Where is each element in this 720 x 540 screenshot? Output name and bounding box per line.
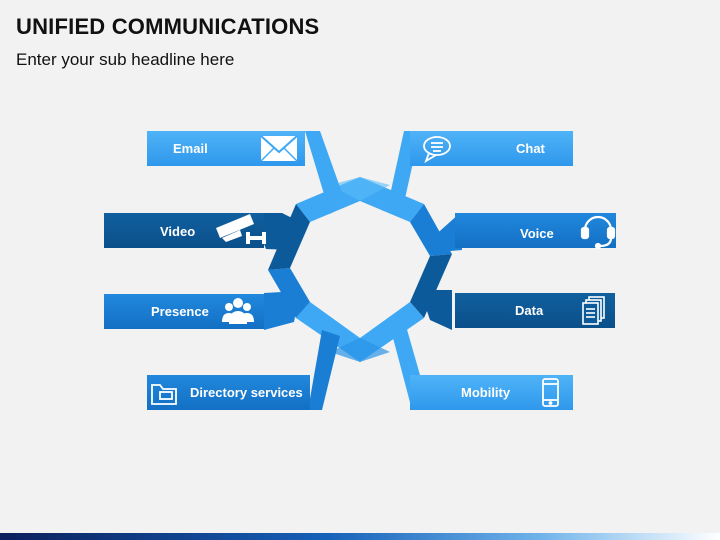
label-video: Video [104, 213, 266, 248]
label-data-text: Data [515, 303, 544, 318]
label-email: Email [147, 131, 305, 166]
connector-voice [432, 213, 462, 252]
central-ring [268, 177, 452, 362]
mobile-phone-icon [542, 378, 559, 407]
page-subtitle: Enter your sub headline here [16, 50, 235, 69]
ring-segment-lower-right [410, 254, 452, 318]
connector-directory [308, 330, 340, 410]
ring-segment-bottom [296, 302, 424, 362]
chat-bubble-icon [423, 136, 451, 164]
connector-presence [264, 291, 300, 330]
label-chat: Chat [410, 131, 573, 166]
connector-email [305, 131, 346, 214]
label-presence-text: Presence [151, 304, 209, 319]
headset-icon [580, 215, 616, 250]
label-voice-text: Voice [520, 226, 554, 241]
label-data: Data [455, 293, 615, 328]
banner-mobility [410, 375, 573, 410]
folder-icon [151, 384, 177, 405]
connector-data [420, 290, 452, 330]
label-chat-text: Chat [516, 141, 546, 156]
label-voice: Voice [455, 213, 616, 250]
label-directory-services: Directory services [147, 375, 310, 410]
envelope-icon [260, 135, 298, 162]
documents-icon [582, 296, 605, 325]
page-title: UNIFIED COMMUNICATIONS [16, 14, 320, 39]
ring-fold-top [330, 177, 390, 201]
ring-fold-bottom [330, 338, 390, 362]
users-icon [222, 298, 254, 324]
label-email-text: Email [173, 141, 208, 156]
banner-chat [410, 131, 573, 166]
bottom-accent-bar [0, 533, 720, 540]
camera-icon [216, 214, 266, 244]
label-directory-services-text: Directory services [190, 385, 303, 400]
banner-voice [455, 213, 616, 248]
label-mobility: Mobility [410, 375, 573, 410]
label-presence: Presence [104, 294, 264, 329]
label-video-text: Video [160, 224, 195, 239]
label-mobility-text: Mobility [461, 385, 511, 400]
